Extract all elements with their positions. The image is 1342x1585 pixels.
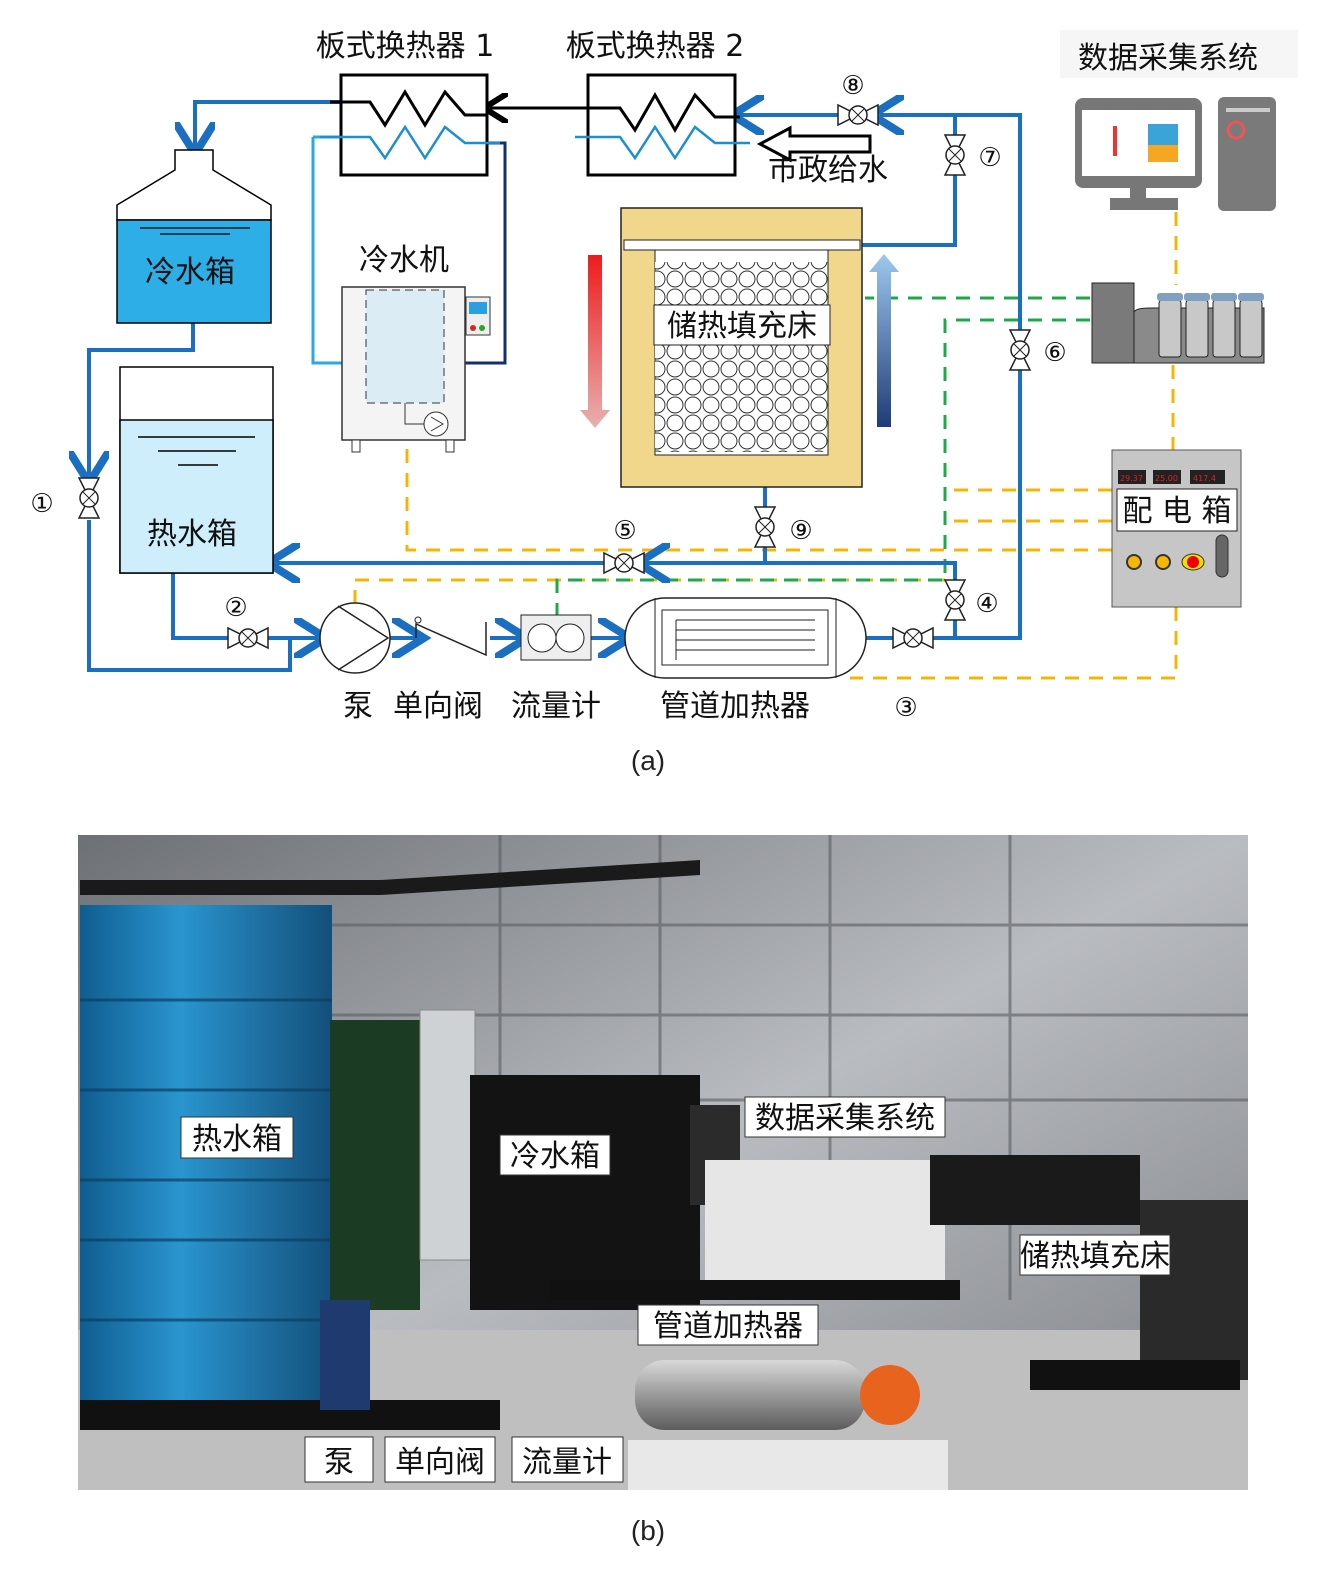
data-acquisition-system: 数据采集系统 <box>1060 30 1298 364</box>
daq-module-icon <box>1091 282 1265 364</box>
valve-7-label: ⑦ <box>978 143 1001 173</box>
pipes <box>89 102 1022 672</box>
photo-labels: 热水箱 冷水箱 数据采集系统 储热填充床 管道加热器 泵 单向阀 流量计 <box>180 1096 1171 1483</box>
discharge-arrow-icon <box>580 255 610 428</box>
hx1-label: 板式换热器 1 <box>316 29 495 64</box>
flowmeter-label: 流量计 <box>511 689 601 724</box>
valve-2[interactable] <box>227 626 269 650</box>
valve-6[interactable] <box>1008 329 1032 371</box>
photo-label-flowmeter: 流量计 <box>522 1445 612 1480</box>
photo-cold-tank <box>470 1075 700 1310</box>
pipe-heater <box>624 597 867 679</box>
municipal-water-inlet: 市政给水 <box>756 125 888 188</box>
valve-8-label: ⑧ <box>841 71 864 101</box>
power-distribution-box: 29.37 25.00 417.4 配 电 箱 <box>1111 449 1242 608</box>
check-valve <box>414 616 487 657</box>
valve-2-label: ② <box>224 593 247 623</box>
daq-label: 数据采集系统 <box>1078 41 1258 76</box>
display-3: 417.4 <box>1193 474 1216 483</box>
display-1: 29.37 <box>1120 474 1143 483</box>
pump-label: 泵 <box>343 689 373 724</box>
photo-pump <box>320 1300 370 1410</box>
valves: ① ② ③ ④ ⑤ ⑥ ⑦ ⑧ ⑨ <box>30 71 1066 723</box>
computer-monitor-icon <box>1075 98 1202 210</box>
photo-label-heater: 管道加热器 <box>653 1309 803 1344</box>
caption-a: (a) <box>631 745 665 776</box>
photo-heater <box>635 1360 865 1430</box>
caption-b: (b) <box>631 1515 665 1546</box>
valve-4[interactable] <box>943 579 967 621</box>
valve-9[interactable] <box>753 506 777 548</box>
display-2: 25.00 <box>1155 474 1178 483</box>
flowmeter <box>520 614 592 661</box>
heater-label: 管道加热器 <box>660 689 810 724</box>
valve-8[interactable] <box>837 103 879 127</box>
chiller: 冷水机 <box>341 243 491 453</box>
valve-1[interactable] <box>77 477 101 519</box>
valve-3[interactable] <box>892 626 934 650</box>
valve-1-label: ① <box>30 489 53 519</box>
bed-label: 储热填充床 <box>667 309 817 344</box>
check-valve-label: 单向阀 <box>393 689 483 724</box>
schematic-diagram: 板式换热器 1 板式换热器 2 市政给水 冷水箱 热水箱 <box>30 29 1298 776</box>
valve-6-label: ⑥ <box>1043 338 1066 368</box>
experimental-photo: 热水箱 冷水箱 数据采集系统 储热填充床 管道加热器 泵 单向阀 流量计 (b) <box>78 835 1248 1546</box>
photo-label-pump: 泵 <box>324 1445 354 1480</box>
power-icon <box>1226 120 1246 140</box>
cold-water-tank: 冷水箱 <box>116 149 272 324</box>
signal-lines-green <box>555 296 1090 615</box>
valve-3-label: ③ <box>894 693 917 723</box>
hot-tank-label: 热水箱 <box>147 517 237 552</box>
valve-4-label: ④ <box>975 589 998 619</box>
photo-label-hot-tank: 热水箱 <box>192 1122 282 1157</box>
valve-5-label: ⑤ <box>613 516 636 546</box>
cold-tank-label: 冷水箱 <box>145 255 235 290</box>
valve-5[interactable] <box>603 551 645 575</box>
photo-label-check-valve: 单向阀 <box>395 1445 485 1480</box>
photo-label-bed: 储热填充床 <box>1020 1239 1170 1274</box>
valve-9-label: ⑨ <box>789 516 812 546</box>
plate-heat-exchanger-1: 板式换热器 1 <box>316 29 500 177</box>
valve-7[interactable] <box>943 134 967 176</box>
municipal-water-label: 市政给水 <box>768 153 888 188</box>
hot-water-tank: 热水箱 <box>119 366 274 574</box>
photo-daq-cabinet <box>705 1160 945 1280</box>
pump <box>319 602 391 674</box>
charge-arrow-icon <box>869 254 899 427</box>
computer-tower-icon <box>1218 97 1276 211</box>
packed-bed-storage: 储热填充床 <box>580 207 899 488</box>
power-box-label: 配 电 箱 <box>1122 494 1231 529</box>
photo-label-cold-tank: 冷水箱 <box>510 1139 600 1174</box>
photo-label-daq: 数据采集系统 <box>755 1101 935 1136</box>
hx2-label: 板式换热器 2 <box>566 29 745 64</box>
plate-heat-exchanger-2: 板式换热器 2 <box>566 29 750 177</box>
chiller-label: 冷水机 <box>359 243 449 278</box>
